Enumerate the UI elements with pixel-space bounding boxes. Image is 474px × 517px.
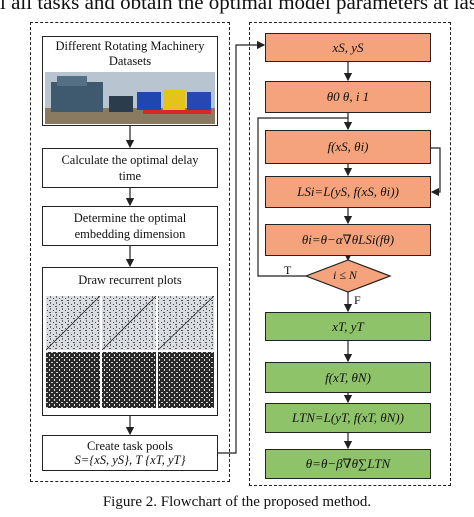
outer-update-box: θ=θ−β∇θ∑LTN	[265, 449, 431, 479]
task-pools-box: Create task pools S={xS, yS}, T {xT, yT}	[42, 435, 218, 471]
true-branch-label: T	[284, 263, 292, 277]
embedding-dimension-label: Determine the optimal embedding dimensio…	[73, 211, 187, 241]
task-pools-formula: S={xS, yS}, T {xT, yT}	[74, 453, 186, 467]
decision-label: i ≤ N	[333, 268, 357, 282]
source-model-label: f(xS, θi)	[327, 139, 369, 154]
source-loss-label: LSi=L(yS, f(xS, θi))	[297, 184, 399, 199]
recurrent-plots-box: Draw recurrent plots	[42, 267, 218, 416]
recurrence-plot-grid	[46, 296, 214, 408]
left-dashed-panel	[30, 22, 230, 482]
target-data-label: xT, yT	[332, 318, 364, 334]
false-branch-label: F	[354, 293, 361, 307]
delay-time-label: Calculate the optimal delay time	[61, 153, 199, 183]
target-loss-label: LTN=L(yT, f(xT, θN))	[292, 410, 404, 425]
source-data-label: xS, yS	[332, 39, 364, 55]
embedding-dimension-box: Determine the optimal embedding dimensio…	[42, 206, 218, 246]
delay-time-box: Calculate the optimal delay time	[42, 148, 218, 188]
target-model-label: f(xT, θN)	[325, 369, 371, 385]
target-loss-box: LTN=L(yT, f(xT, θN))	[265, 403, 431, 433]
right-dashed-panel	[249, 22, 451, 486]
inner-update-box: θi=θ−α∇θLSi(fθ)	[265, 224, 431, 256]
init-params-label: θ0 θ, i 1	[326, 89, 370, 104]
header-text-fragment: l all tasks and obtain the optimal model…	[0, 0, 474, 14]
decision-diamond	[304, 259, 392, 293]
machinery-photo	[45, 72, 215, 124]
target-data-box: xT, yT	[265, 312, 431, 341]
source-loss-box: LSi=L(yS, f(xS, θi))	[265, 176, 431, 208]
source-data-box: xS, yS	[265, 33, 431, 62]
recurrent-plots-label: Draw recurrent plots	[78, 273, 182, 287]
inner-update-label: θi=θ−α∇θLSi(fθ)	[301, 232, 395, 247]
datasets-box: Different Rotating Machinery Datasets	[42, 36, 218, 126]
figure-caption: Figure 2. Flowchart of the proposed meth…	[102, 494, 372, 510]
outer-update-label: θ=θ−β∇θ∑LTN	[305, 456, 391, 471]
source-model-box: f(xS, θi)	[265, 130, 431, 164]
init-params-box: θ0 θ, i 1	[265, 81, 431, 113]
datasets-title: Different Rotating Machinery Datasets	[55, 39, 205, 68]
task-pools-title: Create task pools	[86, 439, 174, 453]
target-model-box: f(xT, θN)	[265, 362, 431, 393]
